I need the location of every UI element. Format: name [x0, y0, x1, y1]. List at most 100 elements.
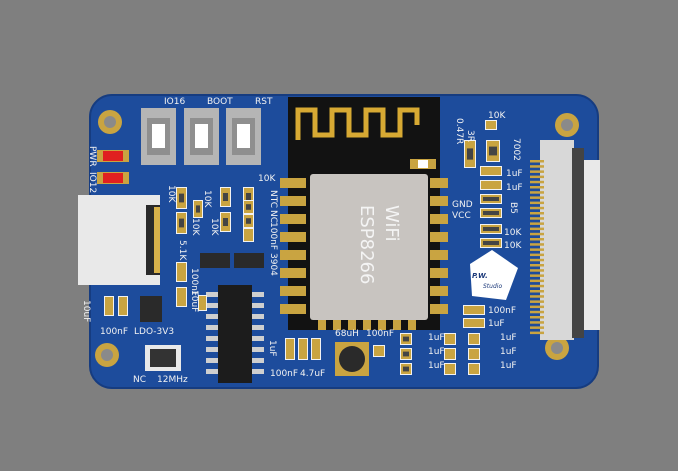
fpc-pin: [530, 326, 544, 329]
fpc-pin: [530, 196, 544, 199]
transistor: [234, 253, 264, 268]
component-body: [246, 218, 251, 224]
silk-label: LDO-3V3: [134, 327, 174, 337]
module-pad: [408, 320, 416, 330]
silk-label: 10K: [258, 174, 276, 184]
ic-pin: [252, 336, 264, 341]
fpc-pin: [530, 180, 544, 184]
component-pad: [464, 319, 484, 327]
fpc-pin: [530, 284, 544, 288]
module-wifi-label: WiFi: [381, 205, 402, 241]
component-pad: [299, 339, 307, 359]
component-body: [403, 366, 409, 372]
silk-label: 4.7uF: [300, 369, 325, 379]
pw-studio-logo: P.W. Studio: [470, 250, 518, 300]
silk-label: 10K: [504, 228, 522, 238]
module-pad: [280, 304, 306, 314]
fpc-pin: [530, 305, 544, 309]
logo-line2: Studio: [483, 283, 502, 290]
fpc-pin: [530, 248, 544, 251]
silk-label: 1uF: [506, 169, 523, 179]
silk-label: GND: [452, 200, 473, 210]
ic-pin: [206, 292, 218, 297]
fpc-pin: [530, 160, 544, 163]
module-pads: [280, 178, 448, 330]
component-pad: [469, 364, 479, 374]
ic-pin: [206, 358, 218, 363]
ic-pin: [252, 303, 264, 308]
fpc-pin: [530, 186, 544, 189]
component-pad: [486, 121, 496, 129]
silk-label: 1uF: [500, 347, 517, 357]
ic-pin: [252, 325, 264, 330]
fpc-pin: [530, 175, 544, 179]
module-pad: [280, 178, 306, 188]
silk-label: 1uF: [428, 347, 445, 357]
inductor: [335, 342, 369, 376]
silk-label: 10K: [166, 185, 176, 203]
silk-label: 0.47R: [454, 118, 464, 144]
silk-label: 10K: [202, 190, 212, 208]
silk-label: 100nF: [366, 329, 394, 339]
component-body: [246, 204, 251, 210]
module-pad: [280, 196, 306, 206]
component-body: [489, 146, 497, 156]
component-body: [223, 218, 228, 226]
fpc-pin: [530, 217, 544, 220]
ic-pin: [252, 358, 264, 363]
fpc-pin: [530, 290, 544, 293]
module-pad: [333, 320, 341, 330]
fpc-pin: [530, 258, 544, 262]
component-pad: [374, 346, 384, 356]
component-body: [179, 193, 184, 203]
silk-label: 100nF: [189, 268, 199, 296]
transistor: [200, 253, 230, 268]
usb-c-connector: [78, 195, 160, 285]
fpc-connector[interactable]: [540, 140, 600, 340]
label-pwr: PWR: [87, 146, 97, 167]
silk-label: B5: [508, 202, 518, 214]
silkscreen-labels: 10K 10K 10K 10K 10K NTC NC 100nF 3904 5.…: [81, 111, 523, 385]
silk-label: 10uF: [189, 290, 199, 312]
ic-pin: [206, 336, 218, 341]
fpc-pins: [530, 160, 544, 335]
silk-label: 1uF: [488, 319, 505, 329]
component-body: [246, 193, 251, 201]
component-pad: [105, 297, 113, 315]
fpc-pin: [530, 201, 544, 205]
component-body: [223, 193, 228, 201]
silk-label: NTC: [268, 190, 278, 208]
button-io16[interactable]: [141, 108, 176, 165]
module-pad: [378, 320, 386, 330]
silk-label: 10K: [209, 218, 219, 236]
silk-label: 1uF: [500, 333, 517, 343]
button-boot[interactable]: [184, 108, 219, 165]
module-pad: [318, 320, 326, 330]
silk-label: 100nF: [488, 306, 516, 316]
component-pad: [481, 167, 501, 175]
component-body: [467, 148, 473, 160]
button-rst[interactable]: [226, 108, 261, 165]
silk-label: 3R: [465, 130, 475, 142]
fpc-pin: [530, 274, 544, 277]
module-pad: [393, 320, 401, 330]
silk-label: 10K: [504, 241, 522, 251]
fpc-pin: [530, 191, 544, 194]
silk-label: 100nF: [268, 222, 278, 250]
label-rst: RST: [255, 97, 273, 107]
led-io12: [97, 172, 129, 184]
ic-pin: [206, 369, 218, 374]
silk-label: 1uF: [506, 183, 523, 193]
component-pad: [177, 288, 186, 306]
component-pad: [469, 334, 479, 344]
ic-pin: [206, 325, 218, 330]
module-pad: [430, 196, 448, 206]
silk-label: 10K: [488, 111, 506, 121]
fpc-pin: [530, 170, 544, 173]
component-pad: [481, 181, 501, 189]
module-pad: [430, 214, 448, 224]
ic-pin: [206, 303, 218, 308]
component-pad: [469, 349, 479, 359]
component-body: [403, 336, 409, 342]
silk-label: 10uF: [81, 300, 91, 322]
